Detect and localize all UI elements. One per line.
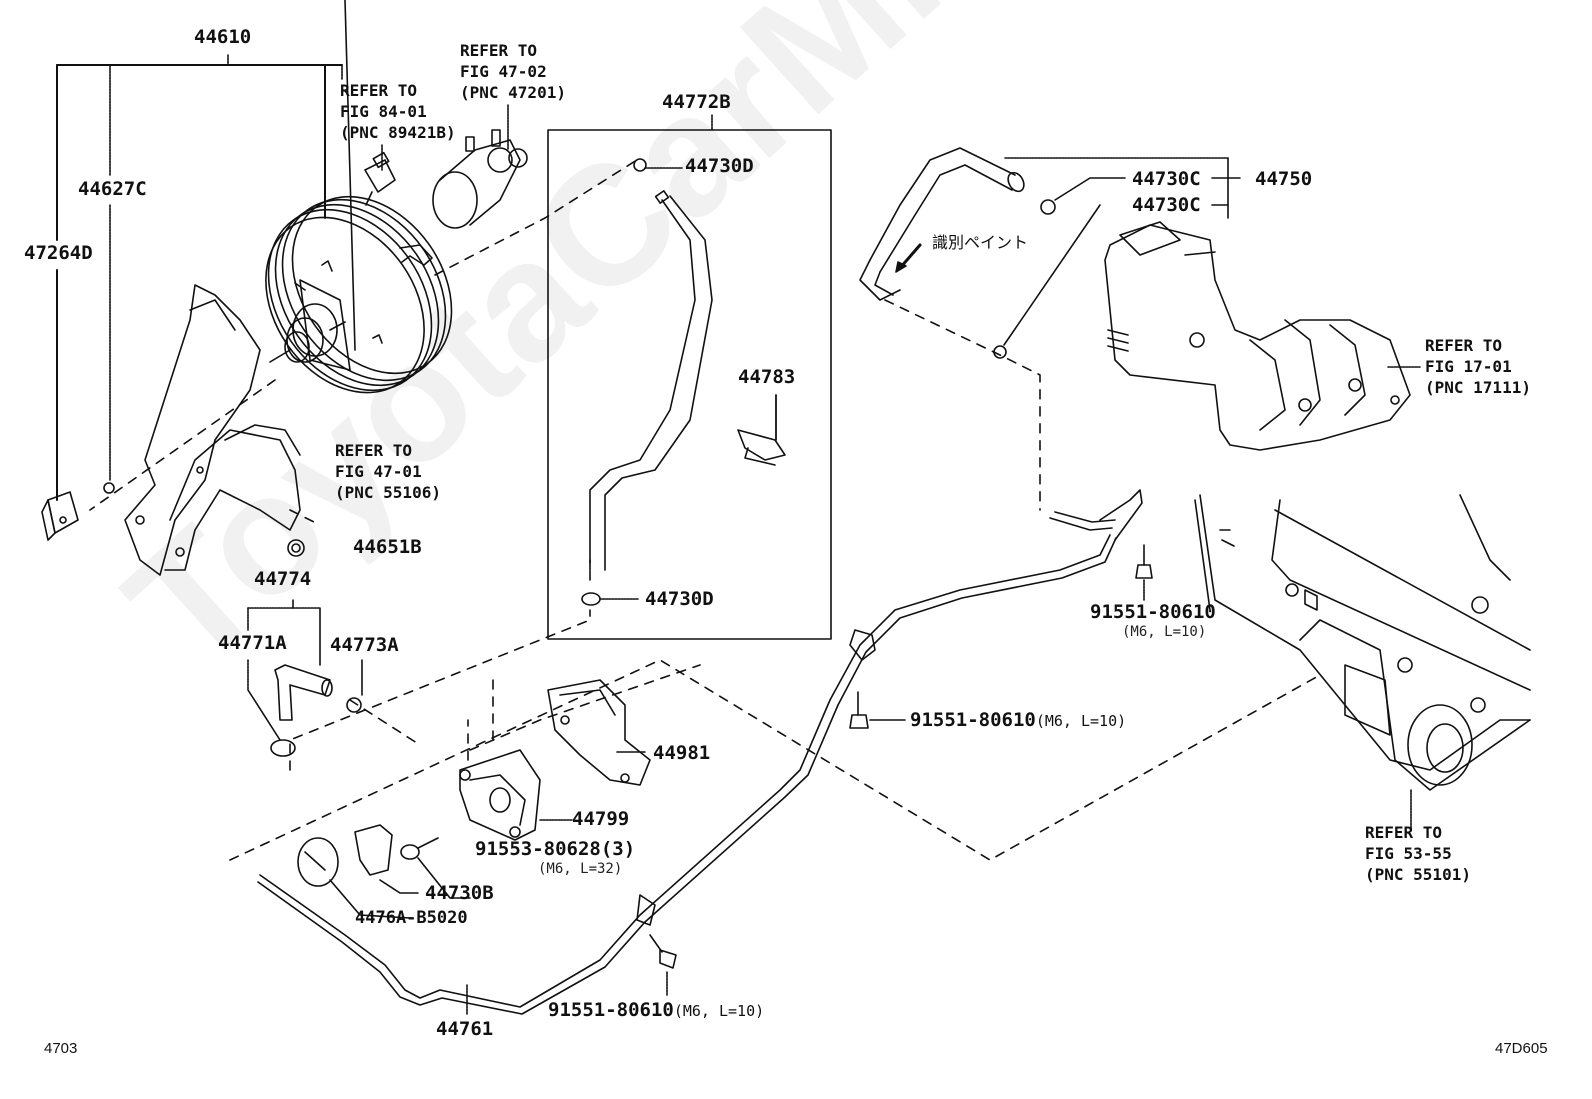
part-label-44610[interactable]: 44610	[194, 26, 252, 48]
vacuum-hose-drawing	[581, 158, 713, 606]
pedal-bracket-drawing	[41, 284, 305, 576]
vacuum-pipe-drawing	[257, 489, 1143, 1016]
part-label-44750[interactable]: 44750	[1255, 168, 1313, 190]
part-label-44730B[interactable]: 44730B	[425, 882, 494, 904]
intake-manifold-drawing	[1104, 221, 1421, 451]
part-label-44981[interactable]: 44981	[653, 742, 711, 764]
reference-fig-84-01[interactable]: REFER TO FIG 84-01 (PNC 89421B)	[340, 81, 456, 142]
bolt-label-91551-bottom[interactable]: 91551-80610(M6, L=10)	[548, 999, 765, 1021]
part-label-44730D-bottom[interactable]: 44730D	[645, 588, 714, 610]
dash-panel-drawing	[1194, 494, 1531, 831]
leader-44610	[56, 54, 509, 501]
part-label-44774[interactable]: 44774	[254, 568, 312, 590]
clamp-drawing	[297, 824, 419, 919]
part-label-44772B[interactable]: 44772B	[662, 91, 731, 113]
dashed-guides	[89, 157, 1321, 861]
part-label-44773A[interactable]: 44773A	[330, 634, 399, 656]
part-label-4476A-B5020[interactable]: 4476A-B5020	[355, 908, 468, 928]
identification-paint-note: 識別ペイント	[932, 233, 1029, 252]
reference-fig-47-01[interactable]: REFER TO FIG 47-01 (PNC 55106)	[335, 441, 441, 502]
bolt-label-91553[interactable]: 91553-80628(3)	[475, 838, 636, 860]
bolts-drawing	[400, 544, 1153, 996]
bolt-spec-91551-bottom: (M6, L=10)	[673, 1002, 765, 1020]
part-label-44771A[interactable]: 44771A	[218, 632, 287, 654]
part-label-44799[interactable]: 44799	[572, 808, 630, 830]
bolt-label-91551-right[interactable]: 91551-80610	[1090, 601, 1216, 623]
part-label-44783[interactable]: 44783	[738, 366, 796, 388]
hose-clip-drawing	[737, 394, 786, 466]
bolt-spec-91551-right: (M6, L=10)	[1122, 624, 1207, 640]
vacuum-switch-drawing	[364, 151, 396, 206]
part-label-44730C-b[interactable]: 44730C	[1132, 194, 1201, 216]
part-label-44651B[interactable]: 44651B	[353, 536, 422, 558]
small-hose-drawing	[247, 599, 363, 757]
hose-group-box	[547, 129, 832, 640]
part-label-44730C-a[interactable]: 44730C	[1132, 168, 1201, 190]
part-label-47264D[interactable]: 47264D	[24, 242, 93, 264]
pcv-hose-drawing	[859, 147, 1241, 359]
bolt-label-91551-mid[interactable]: 91551-80610(M6, L=10)	[910, 709, 1127, 731]
figure-code-left: 4703	[44, 1040, 78, 1057]
reference-fig-17-01[interactable]: REFER TO FIG 17-01 (PNC 17111)	[1425, 336, 1531, 397]
sensor-bracket-drawing	[459, 679, 651, 841]
bolt-spec-91553: (M6, L=32)	[538, 861, 623, 877]
part-label-44730D-top[interactable]: 44730D	[685, 155, 754, 177]
reference-fig-47-02[interactable]: REFER TO FIG 47-02 (PNC 47201)	[460, 41, 566, 102]
part-label-44627C[interactable]: 44627C	[78, 178, 147, 200]
part-label-44761[interactable]: 44761	[436, 1018, 494, 1040]
reference-fig-53-55[interactable]: REFER TO FIG 53-55 (PNC 55101)	[1365, 823, 1471, 884]
vacuum-pump-drawing	[432, 129, 528, 229]
brake-booster-drawing	[265, 0, 453, 394]
bolt-spec-91551-mid: (M6, L=10)	[1035, 712, 1127, 730]
figure-code-right: 47D605	[1495, 1040, 1548, 1057]
